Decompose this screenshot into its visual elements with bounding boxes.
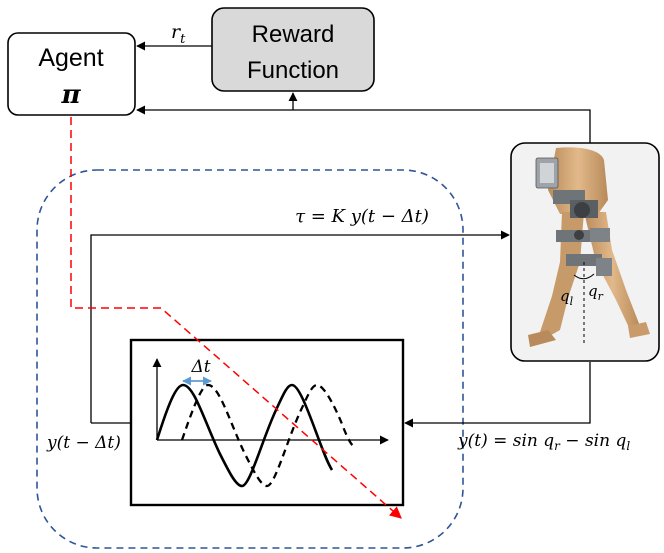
delayed-signal-curve	[180, 383, 355, 488]
exoskeleton-image: ql qr	[510, 142, 660, 362]
agent-policy-symbol: π	[60, 80, 81, 110]
agent-label: Agent	[38, 44, 103, 72]
state-feedback-line	[136, 105, 591, 143]
output-equation: y(t) = sin qr − sin ql	[457, 431, 630, 453]
q-right-label: qr	[588, 282, 604, 303]
delay-block: Δt	[129, 338, 405, 507]
delayed-signal-label: y(t − Δt)	[46, 433, 121, 453]
reward-label-line2: Function	[247, 57, 339, 84]
agent-box: Agent π	[7, 32, 136, 116]
torque-equation: τ = K y(t − Δt)	[295, 206, 429, 227]
q-left-label: ql	[560, 287, 574, 308]
reward-function-box: Reward Function	[211, 7, 375, 92]
policy-action-line	[70, 117, 402, 519]
signal-curve	[155, 383, 334, 488]
controller-region	[36, 169, 464, 549]
torque-command-line	[90, 230, 510, 423]
reward-label-line1: Reward	[252, 21, 335, 48]
reward-signal-label: rt	[171, 21, 186, 47]
output-feedback-line	[404, 362, 591, 428]
delay-label: Δt	[190, 357, 210, 377]
